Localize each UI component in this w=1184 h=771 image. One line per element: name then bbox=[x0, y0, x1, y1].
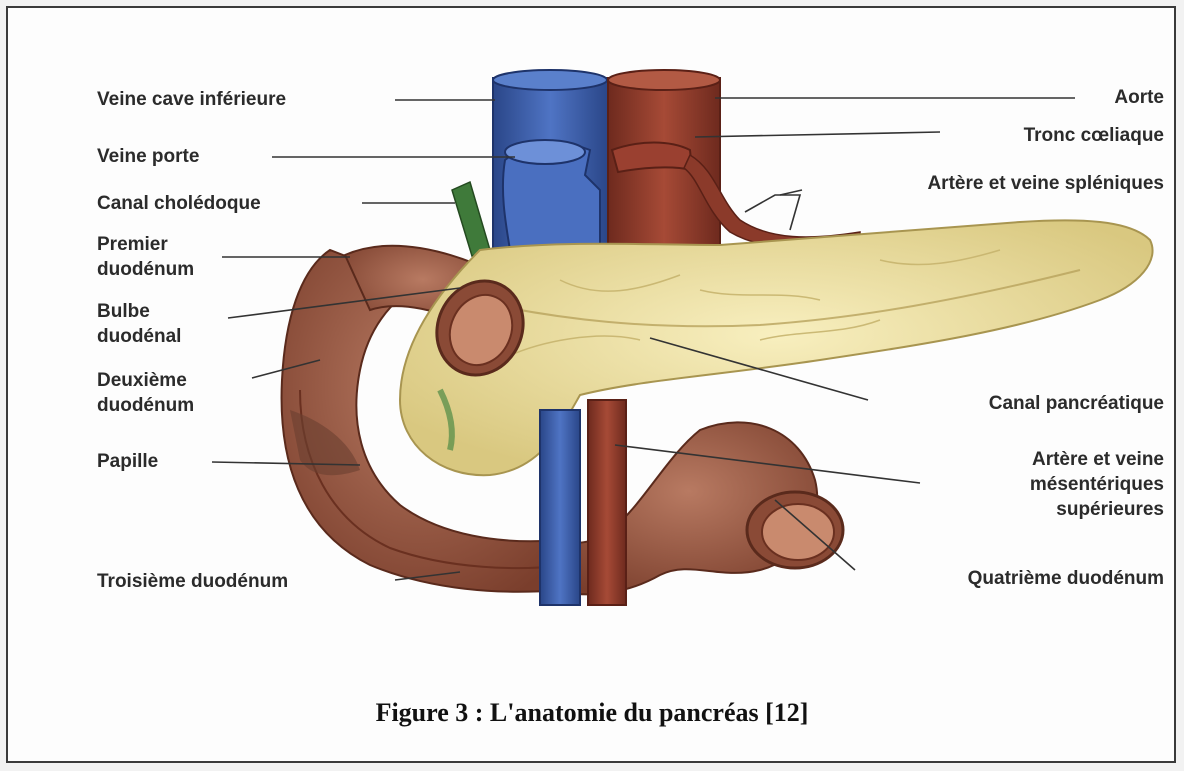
label-tronc-coeliaque: Tronc cœliaque bbox=[1024, 124, 1164, 147]
label-deuxieme-duodenum-line2: duodénum bbox=[97, 394, 194, 417]
label-quatrieme-duodenum: Quatrième duodénum bbox=[968, 567, 1164, 590]
label-premier-duodenum-line1: Premier bbox=[97, 233, 168, 256]
label-artere-veine-mesenteriques-line3: supérieures bbox=[1056, 498, 1164, 521]
label-canal-choledoque: Canal cholédoque bbox=[97, 192, 261, 215]
label-bulbe-duodenal-line1: Bulbe bbox=[97, 300, 150, 323]
label-artere-veine-mesenteriques-line1: Artère et veine bbox=[1032, 448, 1164, 471]
label-troisieme-duodenum: Troisième duodénum bbox=[97, 570, 288, 593]
label-artere-veine-spleniques: Artère et veine spléniques bbox=[927, 172, 1164, 195]
label-artere-veine-mesenteriques-line2: mésentériques bbox=[1030, 473, 1164, 496]
label-canal-pancreatique: Canal pancréatique bbox=[989, 392, 1164, 415]
label-veine-porte: Veine porte bbox=[97, 145, 199, 168]
label-deuxieme-duodenum-line1: Deuxième bbox=[97, 369, 187, 392]
label-bulbe-duodenal-line2: duodénal bbox=[97, 325, 181, 348]
figure-caption: Figure 3 : L'anatomie du pancréas [12] bbox=[0, 698, 1184, 728]
label-papille: Papille bbox=[97, 450, 158, 473]
label-veine-cave-inferieure: Veine cave inférieure bbox=[97, 88, 286, 111]
label-aorte: Aorte bbox=[1114, 86, 1164, 109]
label-premier-duodenum-line2: duodénum bbox=[97, 258, 194, 281]
